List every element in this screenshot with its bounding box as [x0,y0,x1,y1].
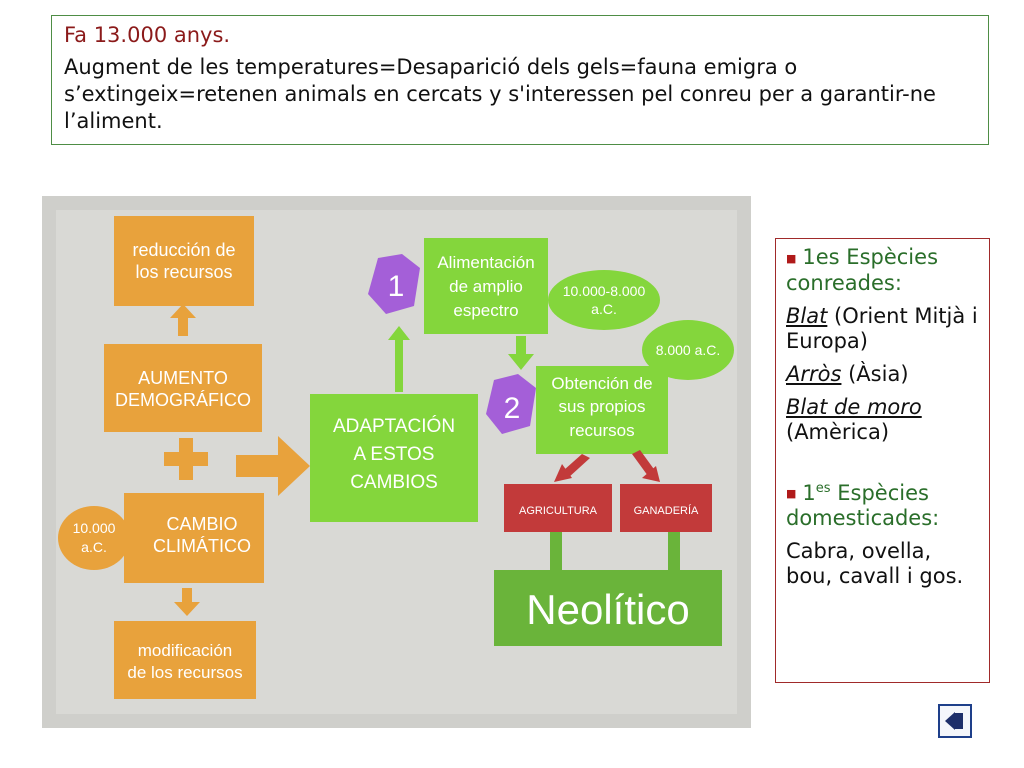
modificacion-label-2: de los recursos [127,663,242,682]
crops-heading-text: 1es Espècies conreades: [786,245,939,295]
connector-left [550,532,562,572]
aumento-label-1: AUMENTO [138,368,228,388]
up-arrow-icon [170,304,196,318]
animals-heading-num: 1 [802,480,816,505]
obtencion-box [536,366,668,454]
red-arrow-right-icon [642,466,660,482]
red-arrow-right-shaft [632,450,656,476]
neolithic-diagram: reducción de los recursos AUMENTO DEMOGR… [42,196,751,728]
down-arrow-icon [174,602,200,616]
step-2-badge [486,374,536,434]
alimentacion-label-3: espectro [453,301,518,320]
ganaderia-label: GANADERÍA [634,504,699,517]
step-1-badge [368,254,420,314]
animals-heading-sup: es [815,480,831,496]
crop-wheat-place: (Orient Mitjà i Europa) [786,303,978,353]
obtencion-label-1: Obtención de [551,374,652,393]
cambio-label-2: CLIMÁTICO [153,536,251,556]
crop-wheat-name: Blat [786,303,828,328]
intro-text: Augment de les temperatures=Desaparició … [64,55,936,133]
cambio-label-1: CAMBIO [166,514,237,534]
reduccion-label-2: los recursos [135,262,232,282]
red-arrow-left-icon [554,464,572,482]
adaptacion-label-2: A ESTOS [354,444,435,465]
back-arrow-icon [945,712,963,730]
alimentacion-label-1: Alimentación [437,253,534,272]
species-box: ■1es Espècies conreades: Blat (Orient Mi… [775,238,990,683]
alimentacion-box [424,238,548,334]
agricultura-label: AGRICULTURA [519,505,598,517]
modificacion-box [114,621,256,699]
adaptacion-label-3: CAMBIOS [350,472,438,493]
crop-rice-place: (Àsia) [841,361,909,386]
intro-box: Fa 13.000 anys. Augment de les temperatu… [51,15,989,145]
crop-corn: Blat de moro (Amèrica) [786,395,979,445]
date-10000-8000-bubble [548,270,660,330]
green-up-arrow-shaft [395,336,403,392]
bullet-icon: ■ [786,251,797,265]
bullet-icon: ■ [786,487,797,500]
step-2-number: 2 [504,392,521,425]
crop-corn-name: Blat de moro [786,394,922,419]
animals-list: Cabra, ovella, bou, cavall i gos. [786,539,964,588]
modificacion-label-1: modificación [138,641,233,660]
cambio-box [124,493,264,583]
spacer [786,453,979,481]
date-10000-bubble [58,506,130,570]
crop-rice-name: Arròs [786,361,842,386]
obtencion-label-3: recursos [569,421,634,440]
green-up-arrow-icon [388,326,410,340]
neolitico-label: Neolítico [526,586,689,633]
obtencion-label-2: sus propios [559,397,646,416]
connector-right [668,532,680,572]
animals-heading-text: Espècies domesticades: [786,480,940,531]
alimentacion-label-2: de amplio [449,277,523,296]
plus-icon-v [179,438,193,480]
date-10000-8000-label-2: a.C. [591,301,617,317]
crop-wheat: Blat (Orient Mitjà i Europa) [786,304,979,354]
up-arrow-shaft [178,316,188,336]
crops-heading: ■1es Espècies conreades: [786,245,979,296]
adaptacion-label-1: ADAPTACIÓN [333,415,455,437]
diagram-canvas: reducción de los recursos AUMENTO DEMOGR… [56,210,737,714]
reduccion-label-1: reducción de [132,240,235,260]
green-down-arrow-shaft [516,336,526,358]
adaptacion-box [310,394,478,522]
crop-rice: Arròs (Àsia) [786,362,979,387]
red-arrow-left-shaft [564,454,590,478]
crop-corn-place: (Amèrica) [786,419,890,444]
right-arrow-icon [278,436,310,496]
animals-heading: ■ 1es Espècies domesticades: [786,481,979,532]
aumento-box [104,344,262,432]
neolitico-box [494,570,722,646]
date-10000-label-1: 10.000 [73,520,116,536]
reduccion-box [114,216,254,306]
date-10000-label-2: a.C. [81,539,107,555]
back-button[interactable] [938,704,972,738]
aumento-label-2: DEMOGRÁFICO [115,390,251,410]
agricultura-box [504,484,612,532]
date-8000-label: 8.000 a.C. [656,342,721,358]
date-10000-8000-label-1: 10.000-8.000 [563,283,646,299]
green-down-arrow-icon [508,354,534,370]
step-1-number: 1 [388,270,405,303]
date-8000-bubble [642,320,734,380]
intro-title: Fa 13.000 anys. [64,23,231,47]
down-arrow-shaft [182,588,192,606]
right-arrow-shaft [236,455,280,477]
ganaderia-box [620,484,712,532]
